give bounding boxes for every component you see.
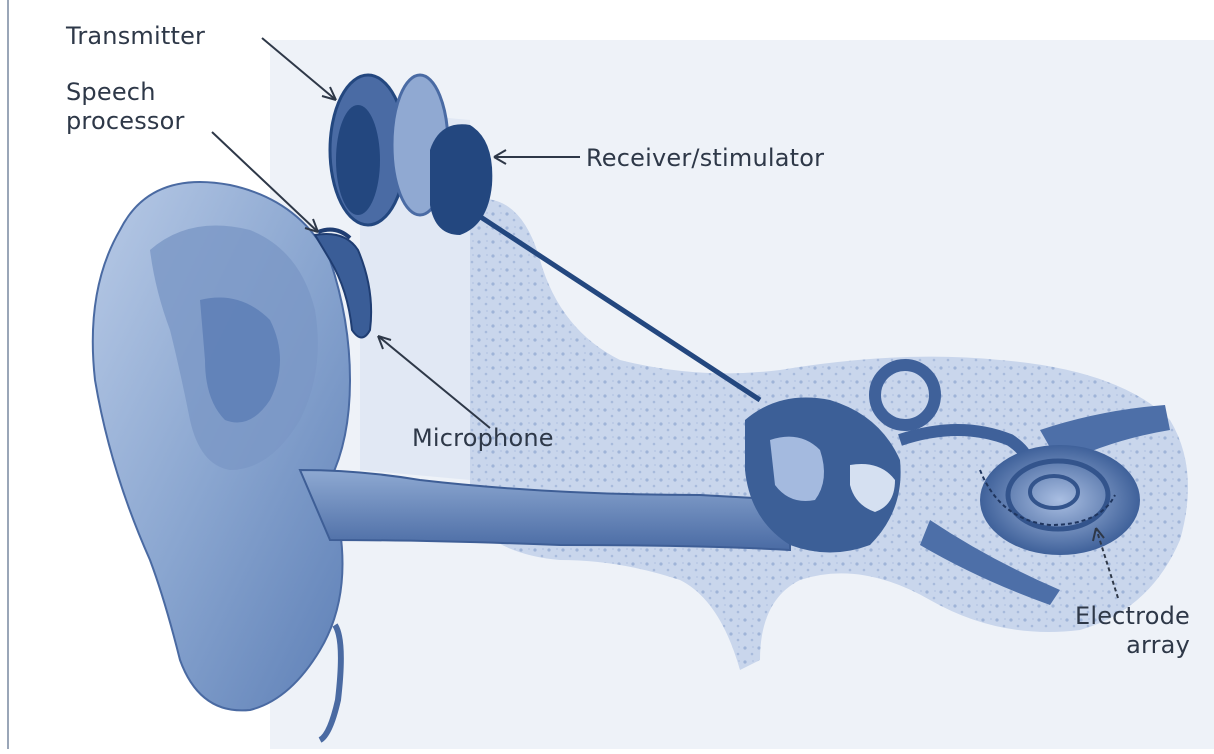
label-transmitter: Transmitter (66, 22, 205, 51)
label-electrode-array: Electrode array (1030, 602, 1190, 660)
transmitter-center (336, 105, 380, 215)
label-speech-processor: Speech processor (66, 78, 185, 136)
label-receiver-stimulator: Receiver/stimulator (586, 144, 824, 173)
label-microphone: Microphone (412, 424, 554, 453)
